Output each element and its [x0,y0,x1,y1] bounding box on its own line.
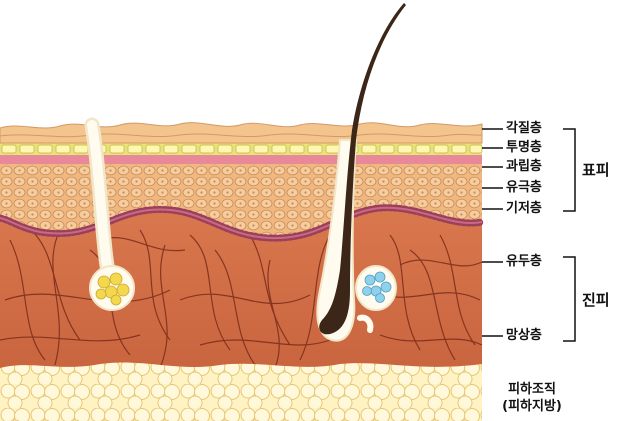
brackets [482,128,576,342]
sebaceous-gland [355,265,397,333]
lucid-layer [0,143,483,155]
label-stratum-lucidum: 투명층 [506,140,542,155]
stratum-corneum [0,122,483,144]
label-subcutis: 피하조직 (피하지방) [490,381,574,415]
subcutis-fat [0,362,482,421]
label-stratum-spinosum: 유극층 [506,180,542,195]
label-papillary-layer: 유두층 [506,254,542,269]
granular-layer [0,155,482,164]
dermis [0,210,483,375]
label-subcutis-line1: 피하조직 [508,382,556,397]
label-subcutis-line2: (피하지방) [502,399,562,414]
label-reticular-layer: 망상층 [506,328,542,343]
label-stratum-corneum: 각질층 [506,121,542,136]
label-stratum-granulosum: 과립층 [506,159,542,174]
sweat-gland [89,265,135,311]
epidermis-cells [0,162,482,239]
label-stratum-basale: 기저층 [506,201,542,216]
basal-layer [0,204,486,242]
label-epidermis: 표피 [582,161,610,179]
label-dermis: 진피 [582,291,610,309]
